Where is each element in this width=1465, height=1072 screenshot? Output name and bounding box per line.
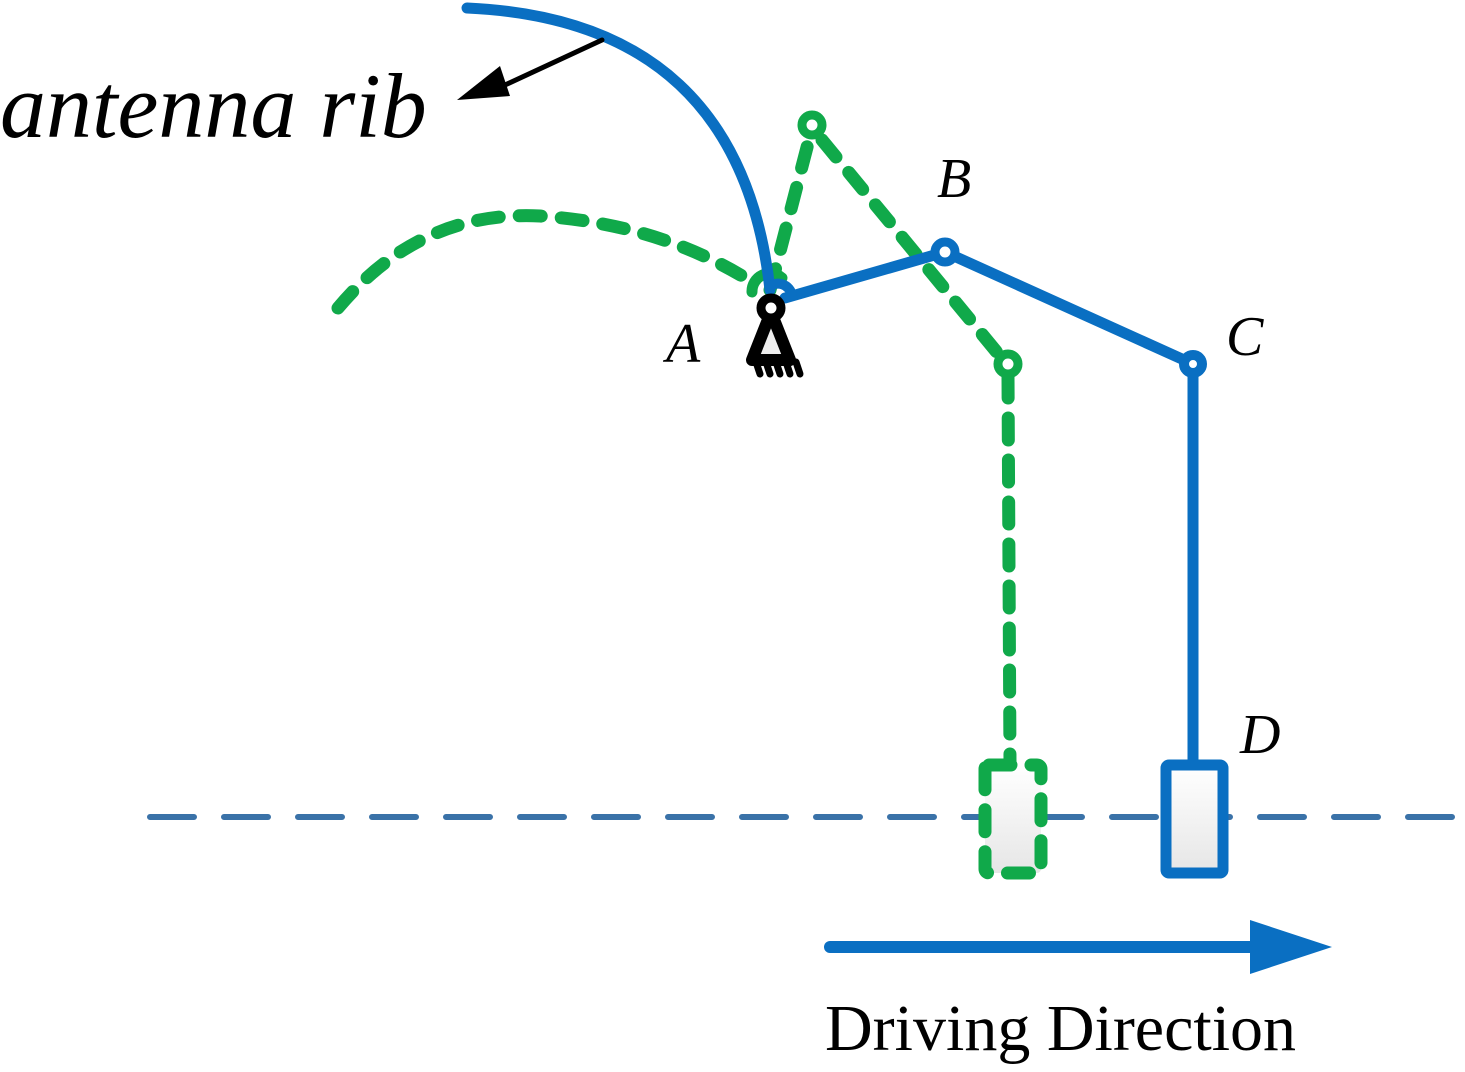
driving-direction-arrow [824, 920, 1332, 974]
driving-direction-label: Driving Direction [825, 992, 1296, 1065]
point-a-label: A [662, 313, 701, 375]
alternate-rib-arc [331, 209, 759, 315]
point-d-label: D [1239, 704, 1280, 766]
alternate-link-ab [763, 121, 819, 297]
joint-b [930, 237, 960, 267]
alternate-link-cd [1001, 369, 1017, 769]
alternate-slider [978, 758, 1048, 880]
fixed-support-a [746, 293, 804, 378]
point-c-label: C [1226, 306, 1264, 368]
slider-d [1160, 759, 1229, 879]
alternate-configuration [331, 121, 1048, 880]
antenna-rib-label: antenna rib [0, 55, 427, 157]
current-configuration [461, 2, 1229, 879]
joint-c [1179, 350, 1207, 378]
alternate-joint-b [797, 110, 827, 140]
alternate-joint-c [993, 349, 1023, 379]
joint-a [756, 293, 786, 323]
alternate-joint-a-arc [746, 267, 788, 298]
alternate-link-bc [815, 133, 1007, 363]
point-b-label: B [937, 148, 971, 210]
joint-a-arc [764, 278, 797, 298]
link-ab [779, 246, 951, 304]
link-bc [939, 246, 1199, 370]
rib-pointer-arrow [457, 37, 605, 100]
antenna-rib-arc [461, 2, 776, 296]
